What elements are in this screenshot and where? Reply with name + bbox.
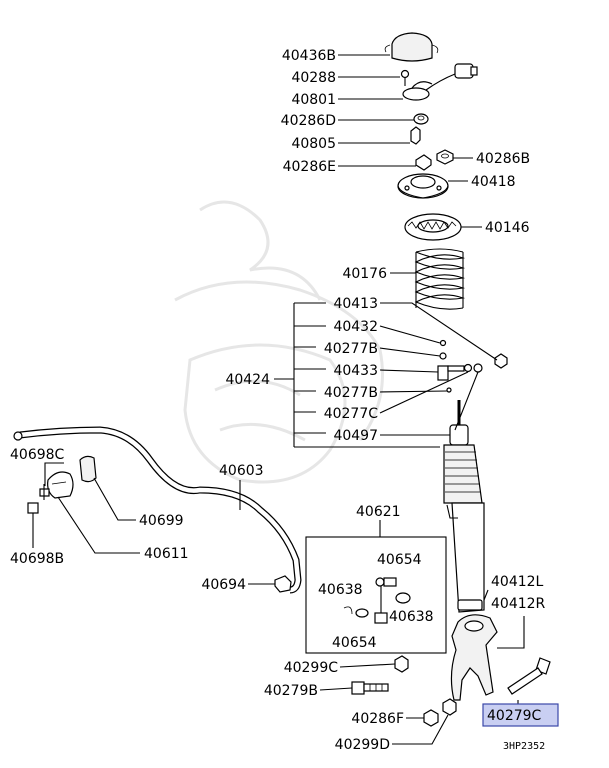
cap-40436b (384, 32, 439, 62)
nut-40299d (442, 698, 457, 716)
label-40638-2[interactable]: 40638 (389, 609, 434, 625)
label-40603[interactable]: 40603 (219, 463, 264, 479)
label-40412r[interactable]: 40412R (491, 596, 546, 612)
label-40279b[interactable]: 40279B (264, 683, 318, 699)
label-40611[interactable]: 40611 (144, 546, 189, 562)
label-40286e[interactable]: 40286E (283, 159, 336, 175)
watermark-logo (174, 200, 384, 484)
label-40638-1[interactable]: 40638 (318, 582, 363, 598)
label-40413[interactable]: 40413 (333, 296, 378, 312)
label-40694[interactable]: 40694 (201, 577, 246, 593)
label-40277c[interactable]: 40277C (324, 406, 379, 422)
nut-40286d (413, 113, 429, 125)
leader-lines (32, 54, 525, 745)
bolt-40698c (39, 484, 50, 500)
shock-absorber-40412 (443, 400, 485, 613)
nut-40286b (436, 149, 454, 165)
label-40176[interactable]: 40176 (342, 266, 387, 282)
label-40418[interactable]: 40418 (471, 174, 516, 190)
bracket-40801 (402, 63, 478, 101)
highlight-box-40279c (482, 703, 559, 727)
bracket-40805 (410, 126, 421, 145)
group-bracket-40424 (274, 302, 440, 448)
drawing-code: 3HP2352 (503, 741, 545, 752)
bolt-40279c (507, 657, 551, 695)
label-40805[interactable]: 40805 (291, 136, 336, 152)
bushing-40694 (274, 575, 292, 593)
label-40424[interactable]: 40424 (225, 372, 270, 388)
label-40286d[interactable]: 40286D (281, 113, 336, 129)
label-40698c[interactable]: 40698C (10, 447, 65, 463)
nut-40299c (394, 655, 409, 673)
bolt-40698b (27, 502, 39, 520)
clamp-40611 (47, 471, 74, 499)
label-40279c[interactable]: 40279C (487, 708, 542, 724)
strut-mount-40418 (397, 173, 449, 199)
label-40654-1[interactable]: 40654 (377, 552, 422, 568)
label-40801[interactable]: 40801 (291, 92, 336, 108)
label-40299c[interactable]: 40299C (284, 660, 339, 676)
label-40432[interactable]: 40432 (333, 319, 378, 335)
nut-40413 (494, 353, 508, 369)
label-40436b[interactable]: 40436B (282, 48, 336, 64)
label-40277b-1[interactable]: 40277B (324, 341, 378, 357)
label-40654-2[interactable]: 40654 (332, 635, 377, 651)
stab-link-box-40621 (305, 520, 447, 654)
coil-spring-40176 (414, 248, 466, 310)
bolt-40279b (351, 681, 389, 695)
label-40699[interactable]: 40699 (139, 513, 184, 529)
label-40698b[interactable]: 40698B (10, 551, 64, 567)
label-40286b[interactable]: 40286B (476, 151, 530, 167)
stabilizer-bar-40603 (13, 426, 302, 594)
label-40286f[interactable]: 40286F (351, 711, 404, 727)
label-40497[interactable]: 40497 (333, 428, 378, 444)
label-40299d[interactable]: 40299D (335, 737, 390, 753)
bushing-40699 (79, 455, 97, 483)
bolt-40288 (400, 69, 410, 86)
label-40621[interactable]: 40621 (356, 504, 401, 520)
nut-40286f (423, 709, 439, 727)
bracket-parts-40433 (437, 339, 483, 431)
knuckle-bracket (450, 614, 498, 701)
part-labels: 40436B 40288 40801 40286D 40805 40286E 4… (10, 48, 559, 753)
label-40288[interactable]: 40288 (291, 70, 336, 86)
spring-pad-40146 (404, 213, 462, 241)
nut-40286e (415, 154, 432, 171)
label-40277b-2[interactable]: 40277B (324, 385, 378, 401)
label-40146[interactable]: 40146 (485, 220, 530, 236)
label-40433[interactable]: 40433 (333, 363, 378, 379)
label-40412l[interactable]: 40412L (491, 574, 544, 590)
